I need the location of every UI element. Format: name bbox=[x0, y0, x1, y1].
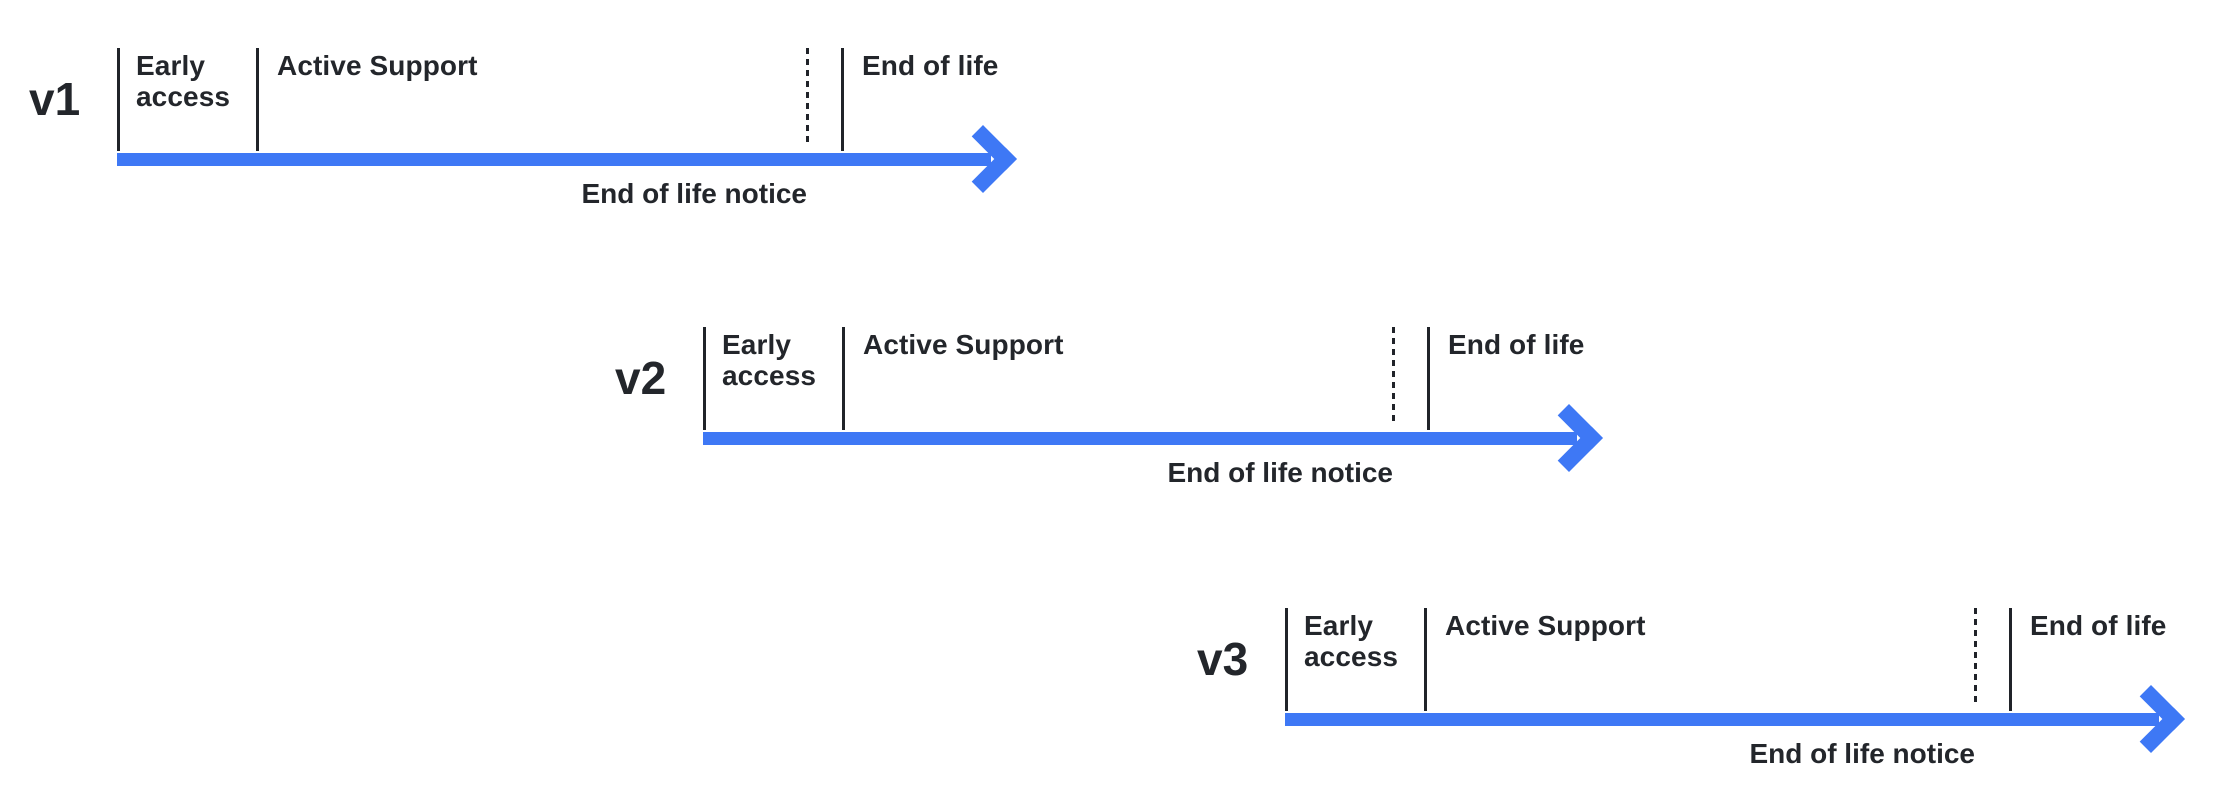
active-support-label: Active Support bbox=[277, 50, 478, 81]
timeline-arrow-bar bbox=[1285, 713, 2159, 726]
end-of-life-label: End of life bbox=[2030, 610, 2167, 641]
eol-notice-dashed-tick bbox=[806, 48, 809, 144]
active-support-label: Active Support bbox=[1445, 610, 1646, 641]
timeline-arrowhead-icon bbox=[2117, 685, 2185, 753]
end-of-life-label: End of life bbox=[1448, 329, 1585, 360]
active-support-label: Active Support bbox=[863, 329, 1064, 360]
early-access-label: Early access bbox=[136, 50, 231, 112]
end-of-life-label: End of life bbox=[862, 50, 999, 81]
timeline-v1: v1 Early access Active Support End of li… bbox=[29, 48, 1077, 228]
end-of-life-notice-label: End of life notice bbox=[581, 178, 807, 209]
early-access-start-tick bbox=[1285, 608, 1288, 711]
early-access-label: Early access bbox=[1304, 610, 1399, 672]
eol-notice-dashed-tick bbox=[1974, 608, 1977, 704]
end-of-life-tick bbox=[1427, 327, 1430, 430]
timeline-arrow-bar bbox=[117, 153, 991, 166]
version-label: v1 bbox=[29, 73, 81, 125]
active-support-start-tick bbox=[1424, 608, 1427, 711]
end-of-life-tick bbox=[2009, 608, 2012, 711]
early-access-start-tick bbox=[117, 48, 120, 151]
timeline-arrowhead-icon bbox=[1535, 404, 1603, 472]
end-of-life-notice-label: End of life notice bbox=[1167, 457, 1393, 488]
timeline-arrow-bar bbox=[703, 432, 1577, 445]
timeline-v3: v3 Early access Active Support End of li… bbox=[1197, 608, 2228, 788]
early-access-start-tick bbox=[703, 327, 706, 430]
eol-notice-dashed-tick bbox=[1392, 327, 1395, 423]
timeline-arrowhead-icon bbox=[949, 125, 1017, 193]
early-access-label: Early access bbox=[722, 329, 817, 391]
end-of-life-tick bbox=[841, 48, 844, 151]
timeline-v2: v2 Early access Active Support End of li… bbox=[615, 327, 1663, 507]
active-support-start-tick bbox=[842, 327, 845, 430]
version-label: v3 bbox=[1197, 633, 1249, 685]
active-support-start-tick bbox=[256, 48, 259, 151]
version-label: v2 bbox=[615, 352, 667, 404]
end-of-life-notice-label: End of life notice bbox=[1749, 738, 1975, 769]
